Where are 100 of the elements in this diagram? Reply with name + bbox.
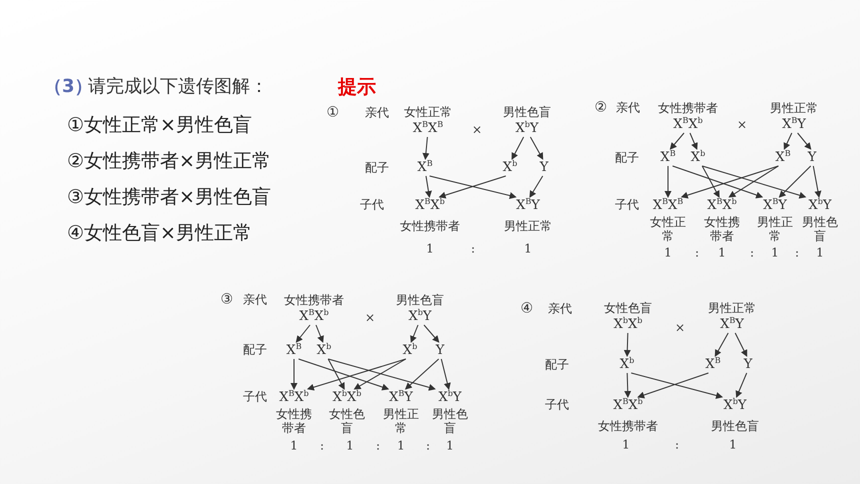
arrow [328, 358, 345, 390]
phenotype-text: 男性正常 [708, 301, 756, 316]
generation-label: 子代 [545, 398, 569, 412]
genotype-text: X$^{B}$Y [388, 390, 414, 405]
phenotype-text: 男性正常 [756, 215, 794, 243]
genotype-text: Y [808, 150, 816, 165]
panel-number: ① [326, 106, 340, 120]
genotype-text: X$^{b}$Y [808, 198, 832, 213]
phenotype-text: 男性正常 [382, 407, 420, 435]
phenotype-text: 女性携带者 [275, 407, 313, 435]
arrow [316, 324, 324, 343]
arrow [797, 132, 812, 150]
genotype-text: X$^{B}$ [660, 150, 676, 165]
arrow [702, 166, 806, 199]
generation-label: 亲代 [243, 292, 267, 308]
arrow [530, 136, 544, 160]
generation-label: 子代 [243, 390, 267, 404]
arrow [296, 324, 310, 343]
panel-number: ② [594, 100, 608, 116]
phenotype-text: 男性色盲 [431, 407, 469, 435]
arrow [690, 132, 698, 150]
arrow [672, 166, 764, 198]
ratio-number: 1 [771, 246, 779, 260]
phenotype-text: 女性携带者 [284, 293, 344, 308]
genotype-text: X$^{B}$ [417, 160, 433, 175]
phenotype-text: 男性色盲 [801, 215, 839, 243]
phenotype-text: 男性正常 [770, 101, 818, 116]
phenotype-text: 女性正常 [649, 215, 687, 243]
ratio-number: 1 [346, 438, 354, 454]
generation-label: 配子 [243, 342, 267, 358]
genotype-text: X$^{B}$X$^{B}$ [412, 121, 444, 136]
panel-number: ③ [220, 292, 234, 308]
generation-label: 配子 [365, 160, 389, 176]
arrow [424, 324, 440, 343]
genotype-text: X$^{b}$ [620, 357, 634, 372]
arrow [664, 166, 672, 198]
ratio-colon: : [694, 246, 700, 260]
cross-sign: × [736, 118, 748, 132]
genotype-text: X$^{B}$X$^{b}$ [672, 117, 704, 132]
arrow [438, 176, 506, 199]
genotype-text: X$^{B}$Y [719, 317, 745, 332]
panel-number: ④ [520, 302, 534, 316]
arrow [306, 358, 406, 391]
ratio-colon: : [376, 438, 380, 454]
phenotype-text: 女性正常 [404, 105, 452, 120]
genotype-text: X$^{b}$X$^{b}$ [332, 390, 362, 405]
genotype-text: X$^{b}$ [316, 343, 332, 358]
arrow [784, 132, 792, 150]
cross-sign: × [364, 310, 376, 326]
arrow [529, 176, 544, 198]
arrow [354, 358, 406, 390]
genotype-text: X$^{B}$X$^{B}$ [652, 198, 684, 213]
phenotype-text: 男性色盲 [711, 419, 759, 434]
generation-label: 亲代 [616, 100, 640, 116]
ratio-colon: : [794, 246, 800, 260]
ratio-number: 1 [446, 438, 454, 454]
genotype-text: X$^{B}$ [775, 150, 791, 165]
arrow [714, 332, 729, 357]
ratio-number: 1 [290, 438, 298, 454]
arrow [778, 166, 812, 198]
cross-item: ②女性携带者×男性正常 [67, 149, 271, 173]
cross-item: ③女性携带者×男性色盲 [67, 185, 271, 209]
phenotype-text: 男性色盲 [503, 105, 551, 120]
arrow [422, 136, 430, 160]
genotype-text: X$^{B}$ [705, 357, 721, 372]
arrow [440, 358, 451, 390]
phenotype-text: 男性正常 [504, 219, 552, 234]
arrow [512, 136, 524, 160]
genotype-text: X$^{B}$X$^{b}$ [612, 398, 644, 413]
ratio-colon: : [750, 246, 754, 260]
ratio-colon: : [470, 242, 476, 256]
genotype-text: X$^{B}$Y [781, 117, 807, 132]
ratio-colon: : [320, 438, 324, 454]
phenotype-text: 女性携带者 [703, 215, 741, 243]
genotype-text: X$^{b}$Y [408, 309, 432, 324]
ratio-number: 1 [622, 438, 630, 452]
genotype-text: Y [744, 357, 752, 372]
genotype-text: X$^{B}$X$^{b}$ [298, 309, 330, 324]
genotype-text: X$^{b}$ [402, 343, 418, 358]
cross-sign: × [472, 122, 482, 138]
ratio-colon: : [426, 438, 430, 454]
genotype-text: X$^{B}$Y [762, 198, 788, 213]
phenotype-text: 女性携带者 [400, 219, 460, 234]
generation-label: 亲代 [365, 106, 389, 120]
cross-item: ①女性正常×男性色盲 [67, 113, 252, 137]
genotype-text: X$^{B}$X$^{b}$ [414, 198, 446, 213]
genotype-text: Y [436, 343, 444, 358]
ratio-number: 1 [664, 246, 672, 260]
ratio-number: 1 [524, 242, 532, 256]
arrow [404, 358, 440, 390]
arrow [680, 166, 779, 198]
genotype-text: X$^{b}$Y [514, 121, 540, 136]
cross-item: ④女性色盲×男性正常 [67, 221, 252, 245]
phenotype-text: 女性色盲 [604, 301, 652, 316]
genotype-text: X$^{b}$Y [722, 398, 748, 413]
ratio-number: 1 [718, 246, 726, 260]
phenotype-text: 女性携带者 [598, 419, 658, 434]
phenotype-text: 女性色盲 [328, 407, 366, 435]
genotype-text: X$^{B}$Y [515, 198, 541, 213]
genotype-text: X$^{B}$ [286, 343, 302, 358]
